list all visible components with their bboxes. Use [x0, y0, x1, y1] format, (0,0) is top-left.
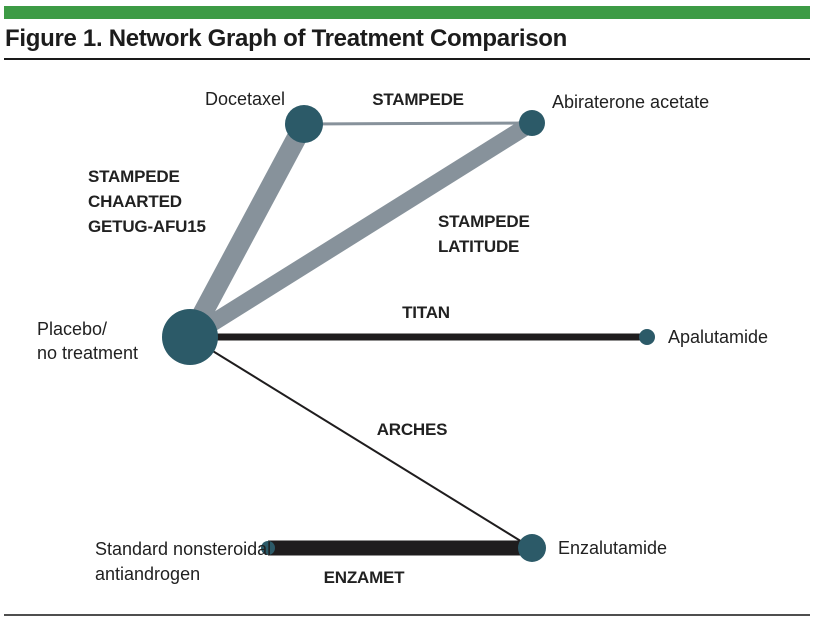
label-placebo: Placebo/no treatment [37, 319, 138, 363]
node-apalutamide [639, 329, 655, 345]
label-apalutamide: Apalutamide [668, 327, 768, 347]
node-enzalutamide [518, 534, 546, 562]
node-placebo [162, 309, 218, 365]
label-stampede: STAMPEDE [372, 90, 464, 109]
figure-title: Figure 1. Network Graph of Treatment Com… [5, 25, 567, 52]
figure-bottom-divider [4, 614, 810, 616]
node-abiraterone [519, 110, 545, 136]
edge-arches [189, 336, 533, 549]
label-arches: ARCHES [377, 420, 448, 439]
edge-stampede [303, 121, 533, 126]
title-divider [4, 58, 810, 60]
node-std-antiandrogen [261, 541, 275, 555]
label-docetaxel: Docetaxel [205, 89, 285, 109]
label-enzalutamide: Enzalutamide [558, 538, 667, 558]
figure-accent-bar [4, 6, 810, 19]
edge-stampede-latitude [185, 115, 537, 345]
label-abiraterone: Abiraterone acetate [552, 92, 709, 112]
label-enzamet: ENZAMET [324, 568, 406, 587]
node-docetaxel [285, 105, 323, 143]
label-titan: TITAN [402, 303, 450, 322]
edge-stampede-chaarted-getug [181, 119, 313, 342]
